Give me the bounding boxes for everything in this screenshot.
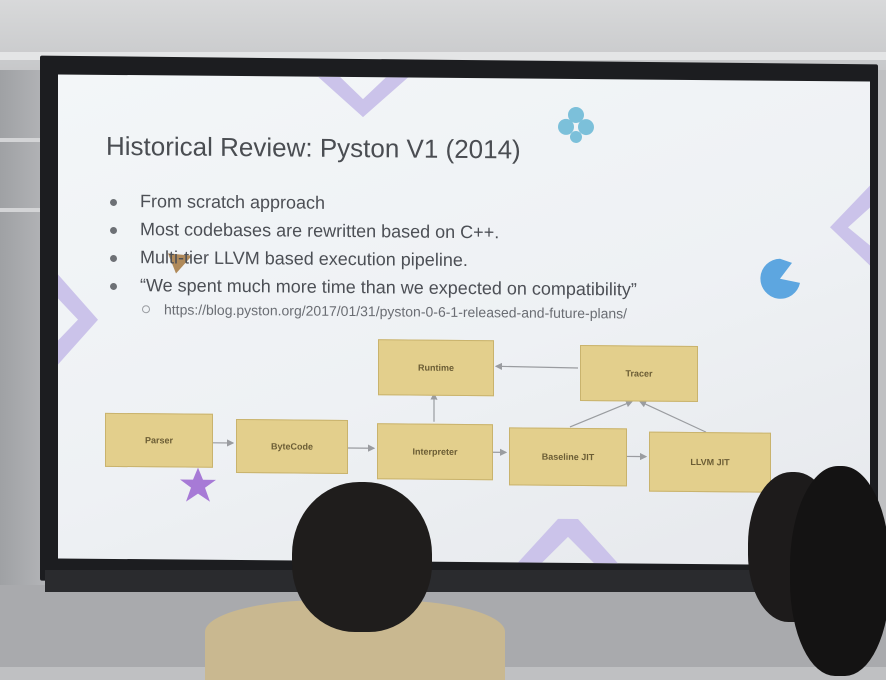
parser-node: Parser	[105, 413, 213, 468]
bytecode-node: ByteCode	[236, 419, 348, 474]
interpreter-node: Interpreter	[377, 423, 493, 480]
presentation-slide: Historical Review: Pyston V1 (2014) From…	[58, 74, 870, 565]
baseline-jit-node: Baseline JIT	[509, 427, 627, 486]
arrow-llvm-tracer	[640, 402, 706, 433]
llvm-jit-node: LLVM JIT	[649, 432, 771, 493]
arrow-tracer-runtime	[496, 366, 578, 368]
tracer-node: Tracer	[580, 345, 698, 402]
arrow-baseline-tracer	[570, 401, 632, 428]
runtime-node: Runtime	[378, 339, 494, 396]
projector-screen-bar	[45, 570, 860, 592]
audience-head	[790, 466, 886, 676]
audience-head	[292, 482, 432, 632]
